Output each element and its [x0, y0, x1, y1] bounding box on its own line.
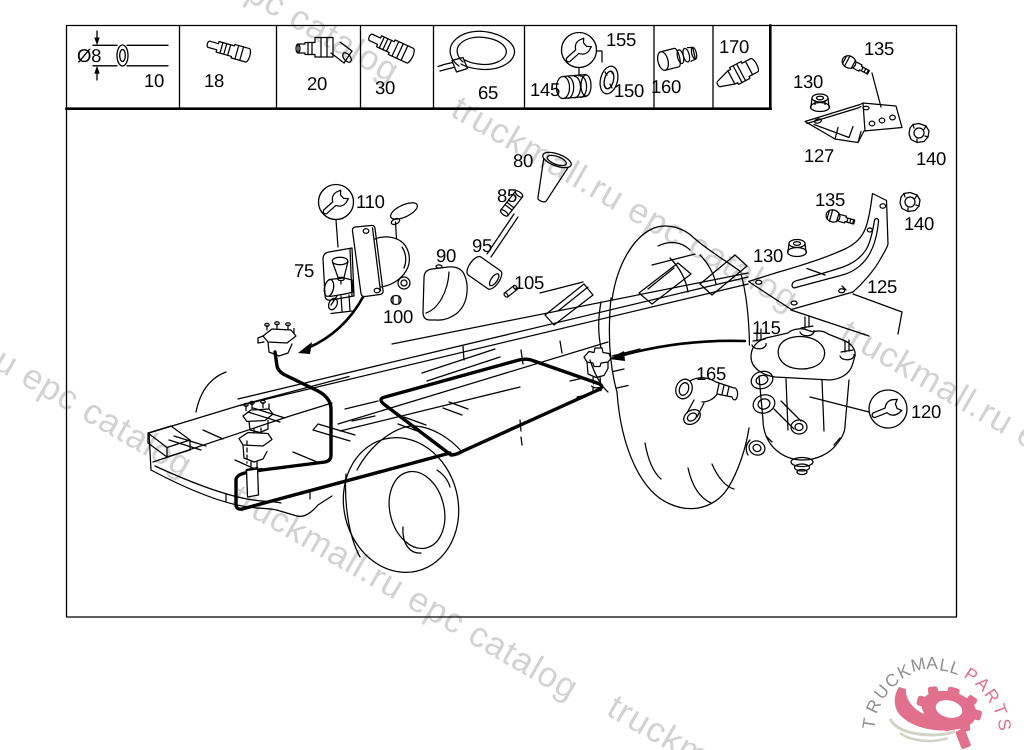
svg-text:18: 18 — [204, 70, 224, 91]
svg-text:115: 115 — [752, 317, 781, 338]
svg-text:20: 20 — [307, 73, 327, 94]
svg-text:T: T — [989, 701, 1012, 718]
svg-text:95: 95 — [472, 235, 492, 256]
svg-text:85: 85 — [497, 185, 517, 206]
svg-text:75: 75 — [294, 260, 314, 281]
svg-text:125: 125 — [867, 276, 897, 297]
svg-text:M: M — [909, 653, 927, 676]
svg-text:140: 140 — [916, 148, 946, 169]
svg-text:65: 65 — [478, 82, 498, 103]
svg-text:80: 80 — [513, 150, 533, 171]
svg-text:130: 130 — [753, 245, 783, 266]
svg-text:105: 105 — [514, 272, 544, 293]
svg-text:L: L — [938, 654, 951, 675]
svg-text:S: S — [994, 718, 1015, 732]
svg-text:30: 30 — [375, 77, 395, 98]
svg-text:truckmall.ru epc catalog: truckmall.ru epc catalog — [0, 254, 199, 485]
svg-text:145: 145 — [530, 79, 560, 100]
svg-text:A: A — [926, 653, 938, 673]
svg-text:135: 135 — [864, 38, 894, 59]
svg-text:100: 100 — [383, 306, 413, 327]
svg-text:90: 90 — [436, 245, 456, 266]
svg-text:150: 150 — [614, 80, 644, 101]
svg-text:T: T — [858, 716, 880, 730]
svg-text:10: 10 — [144, 70, 164, 91]
svg-text:135: 135 — [815, 189, 845, 210]
svg-text:truckmall.ru epc catalog: truckmall.ru epc catalog — [834, 312, 1024, 543]
svg-text:truckmall.ru epc catalog: truckmall.ru epc catalog — [225, 477, 585, 708]
svg-text:120: 120 — [911, 401, 941, 422]
svg-text:170: 170 — [719, 36, 749, 57]
svg-text:160: 160 — [651, 76, 681, 97]
svg-text:140: 140 — [904, 213, 934, 234]
svg-text:155: 155 — [606, 29, 636, 50]
svg-text:127: 127 — [804, 145, 834, 166]
svg-text:110: 110 — [356, 191, 385, 212]
svg-text:Ø8: Ø8 — [77, 45, 101, 66]
svg-text:165: 165 — [696, 363, 726, 384]
svg-text:130: 130 — [793, 71, 823, 92]
